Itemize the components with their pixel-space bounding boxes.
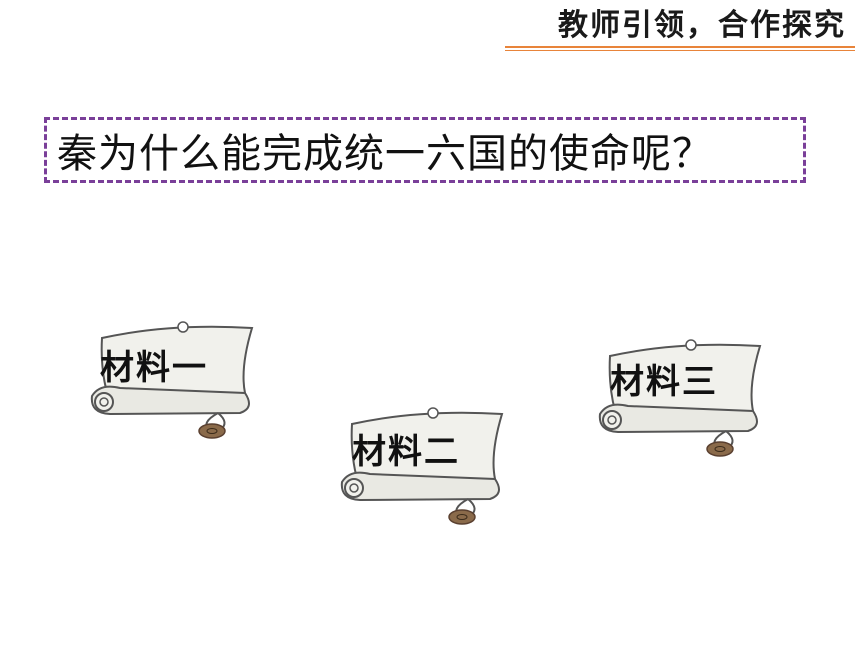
section-title: 教师引领，合作探究 [558,8,846,43]
seal-icon [198,423,226,439]
scroll-icon [90,321,254,439]
material-label-3: 材料三 [610,362,718,402]
material-scroll-1[interactable]: 材料一 [80,318,260,439]
section-title-underline [505,46,855,51]
material-scroll-3[interactable]: 材料三 [588,336,768,457]
material-label-1: 材料一 [100,348,208,388]
question-box: 秦为什么能完成统一六国的使命呢？ [44,117,806,183]
seal-icon [448,509,476,525]
scroll-icon [340,407,504,525]
material-label-2: 材料二 [352,432,460,472]
material-scroll-2[interactable]: 材料二 [330,404,510,525]
seal-icon [706,441,734,457]
scroll-icon [598,339,762,457]
question-text: 秦为什么能完成统一六国的使命呢？ [57,131,713,177]
